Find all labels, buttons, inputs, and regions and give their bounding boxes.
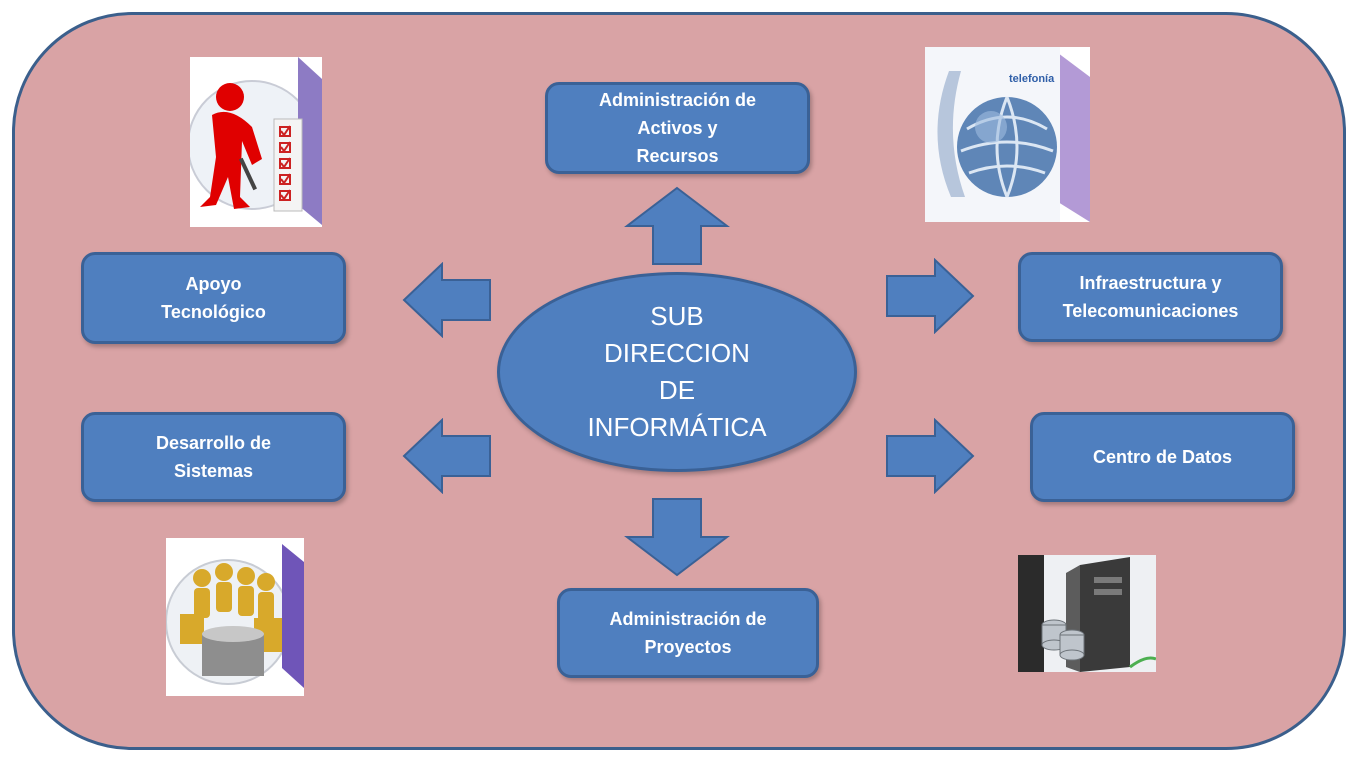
node-apoyo-tecnologico-label: Apoyo Tecnológico bbox=[161, 274, 266, 322]
arrow-down bbox=[624, 498, 730, 577]
checklist-figure-icon bbox=[190, 57, 322, 227]
arrow-right-top bbox=[886, 258, 975, 334]
telephony-globe-icon: telefonía bbox=[925, 47, 1090, 222]
node-desarrollo-sistemas-label: Desarrollo de Sistemas bbox=[155, 433, 272, 481]
center-node-label: SUB DIRECCION DE INFORMÁTICA bbox=[587, 301, 767, 442]
node-centro-datos: Centro de Datos bbox=[1030, 412, 1295, 502]
center-node: SUB DIRECCION DE INFORMÁTICA bbox=[497, 272, 857, 472]
telephony-caption: telefonía bbox=[1009, 73, 1055, 85]
arrow-left-top bbox=[402, 262, 491, 338]
node-centro-datos-label: Centro de Datos bbox=[1092, 447, 1233, 467]
node-administracion-activos-label: Administración de Activos y Recursos bbox=[598, 90, 757, 166]
node-administracion-proyectos: Administración de Proyectos bbox=[557, 588, 819, 678]
node-infraestructura: Infraestructura y Telecomunicaciones bbox=[1018, 252, 1283, 342]
node-administracion-proyectos-label: Administración de Proyectos bbox=[609, 609, 767, 657]
node-administracion-activos: Administración de Activos y Recursos bbox=[545, 82, 810, 174]
arrow-right-bottom bbox=[886, 418, 975, 494]
node-apoyo-tecnologico: Apoyo Tecnológico bbox=[81, 252, 346, 344]
node-desarrollo-sistemas: Desarrollo de Sistemas bbox=[81, 412, 346, 502]
arrow-left-bottom bbox=[402, 418, 491, 494]
arrow-up bbox=[624, 186, 730, 265]
team-meeting-icon bbox=[166, 538, 304, 696]
server-database-icon bbox=[1018, 555, 1156, 672]
node-infraestructura-label: Infraestructura y Telecomunicaciones bbox=[1062, 273, 1239, 321]
